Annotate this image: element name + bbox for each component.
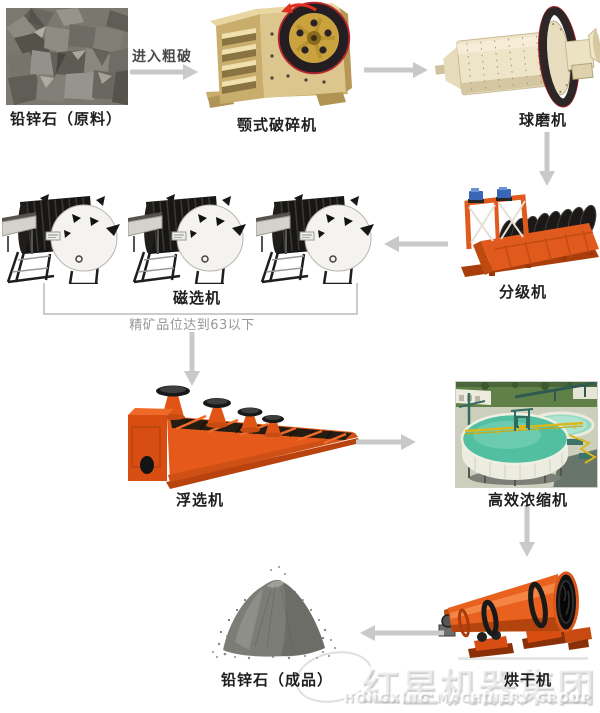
watermark-brand-en: HONGXING MACHINERY GROUP	[344, 691, 593, 705]
classifier-image	[461, 187, 599, 277]
magnetic-separator-label: 磁选机	[172, 289, 221, 307]
feed-step-label: 进入粗破	[132, 49, 192, 65]
thickener-label: 高效浓缩机	[487, 491, 568, 509]
finished-product-label: 铅锌石（成品）	[220, 671, 333, 689]
raw-ore-label: 铅锌石（原料）	[9, 110, 122, 128]
magnetic-separator-image-2	[128, 194, 246, 284]
flotation-machine-image	[128, 385, 360, 489]
watermark-brand-cn: 红星机器集团	[361, 665, 596, 709]
flotation-machine-label: 浮选机	[175, 491, 224, 509]
magnetic-separator-group-bracket	[43, 283, 358, 315]
dryer-image	[438, 571, 592, 660]
raw-ore-image	[6, 8, 128, 105]
down-arrow-icon	[519, 505, 535, 557]
thickener-image	[455, 381, 598, 488]
magnetic-separator-image-3	[256, 194, 374, 284]
down-arrow-icon	[539, 132, 555, 186]
magnetic-separator-image-1	[2, 194, 120, 284]
left-arrow-icon	[360, 625, 444, 641]
ball-mill-label: 球磨机	[518, 111, 567, 129]
down-arrow-icon	[184, 332, 200, 386]
finished-powder-image	[212, 566, 336, 660]
right-arrow-icon	[130, 64, 198, 80]
classifier-label: 分级机	[498, 283, 547, 301]
ball-mill-image	[434, 5, 600, 108]
right-arrow-icon	[364, 62, 428, 78]
jaw-crusher-image	[206, 1, 352, 108]
left-arrow-icon	[384, 236, 448, 252]
right-arrow-icon	[356, 434, 416, 450]
jaw-crusher-label: 颚式破碎机	[236, 116, 317, 134]
grade-note: 精矿品位达到63以下	[129, 318, 255, 333]
dryer-label: 烘干机	[503, 671, 552, 689]
